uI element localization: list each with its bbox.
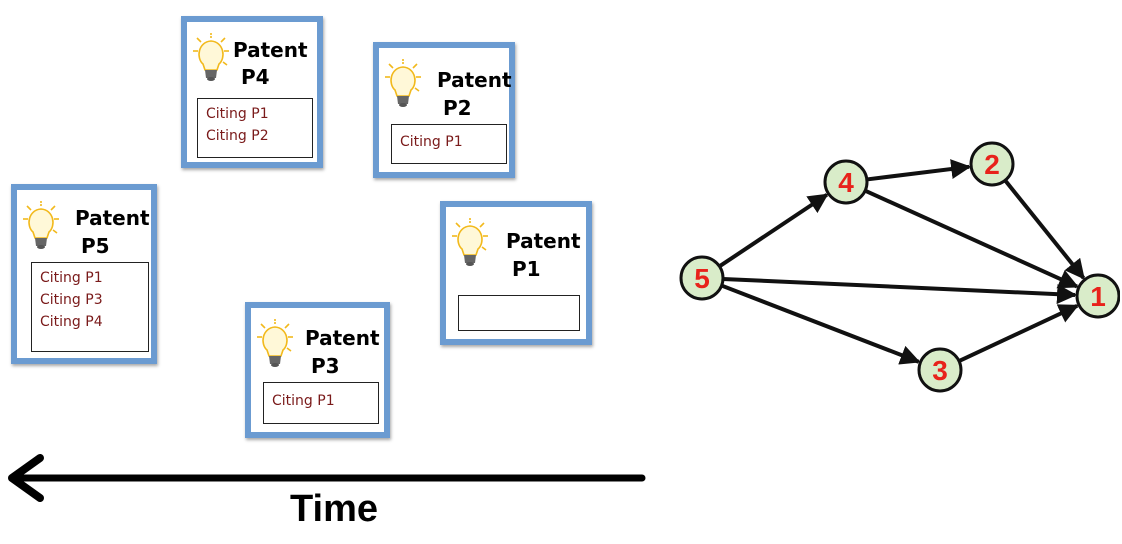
node-label: 3 — [932, 355, 948, 386]
patent-title: Patent — [75, 206, 150, 230]
citation-box — [458, 295, 580, 331]
edge-5-4 — [718, 193, 829, 269]
patent-id: P4 — [241, 65, 270, 89]
citation-graph: 5 4 2 3 1 — [679, 141, 1120, 393]
edge-5-3 — [720, 283, 921, 365]
patent-title: Patent — [233, 38, 308, 62]
node-label: 1 — [1090, 281, 1106, 312]
patent-card-p4: Patent P4 Citing P1 Citing P2 — [181, 16, 323, 168]
edge-3-1 — [958, 303, 1079, 363]
citation-box: Citing P1 — [391, 124, 507, 164]
citation-box: Citing P1 Citing P3 Citing P4 — [31, 262, 149, 352]
node-label: 4 — [838, 167, 854, 198]
node-label: 2 — [984, 149, 1000, 180]
edge-4-2 — [866, 159, 972, 182]
node-1: 1 — [1075, 273, 1120, 319]
patent-title: Patent — [305, 326, 380, 350]
lightbulb-icon — [452, 218, 488, 266]
node-label: 5 — [694, 263, 710, 294]
node-4: 4 — [823, 159, 869, 205]
node-5: 5 — [679, 255, 725, 301]
citation-item: Citing P4 — [40, 314, 103, 330]
patent-card-p5: Patent P5 Citing P1 Citing P3 Citing P4 — [11, 184, 157, 364]
node-3: 3 — [917, 347, 963, 393]
timeline-arrow — [8, 454, 646, 502]
patent-title: Patent — [437, 68, 512, 92]
citation-item: Citing P1 — [206, 106, 269, 122]
lightbulb-icon — [257, 319, 293, 367]
edge-5-1 — [722, 276, 1078, 305]
patent-card-p2: Patent P2 Citing P1 — [373, 42, 515, 178]
lightbulb-icon — [385, 59, 421, 107]
patent-id: P5 — [81, 234, 110, 258]
citation-item: Citing P1 — [400, 134, 463, 150]
citation-box: Citing P1 Citing P2 — [197, 98, 313, 158]
graph-edges — [718, 159, 1086, 365]
citation-item: Citing P2 — [206, 128, 269, 144]
edge-2-1 — [1003, 179, 1086, 280]
citation-item: Citing P1 — [40, 270, 103, 286]
graph-nodes: 5 4 2 3 1 — [679, 141, 1120, 393]
edge-4-1 — [864, 188, 1079, 289]
patent-card-p1: Patent P1 — [440, 201, 592, 345]
patent-id: P3 — [311, 354, 340, 378]
patent-card-p3: Patent P3 Citing P1 — [245, 302, 390, 438]
lightbulb-icon — [23, 201, 59, 249]
timeline-label: Time — [290, 488, 379, 530]
node-2: 2 — [969, 141, 1015, 187]
patent-id: P2 — [443, 96, 472, 120]
lightbulb-icon — [193, 33, 229, 81]
citation-item: Citing P1 — [272, 393, 335, 409]
citation-item: Citing P3 — [40, 292, 103, 308]
patent-title: Patent — [506, 229, 581, 253]
patent-id: P1 — [512, 257, 541, 281]
citation-box: Citing P1 — [263, 382, 379, 424]
